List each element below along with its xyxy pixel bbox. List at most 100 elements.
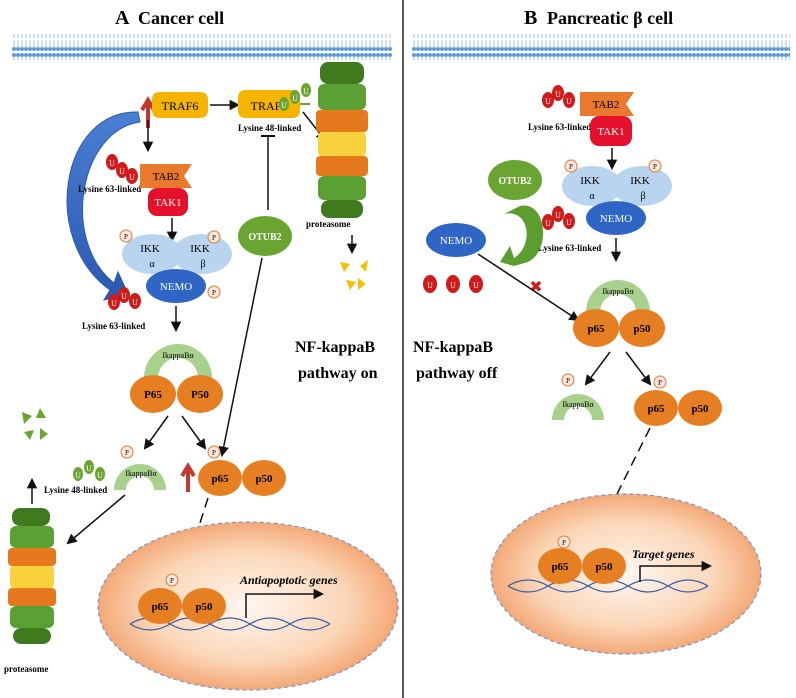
cell-membrane-a [12, 34, 392, 60]
lys48-label-ikb-a: Lysine 48-linked [44, 485, 107, 495]
p50-node-a [177, 375, 223, 413]
lys63-label-tab2: Lysine 63-linked [78, 184, 141, 194]
phospho-p65-a-label: P [212, 449, 216, 457]
svg-text:P: P [569, 163, 573, 171]
svg-text:U: U [473, 281, 479, 290]
svg-text:U: U [545, 97, 551, 106]
p50-free-a [242, 460, 286, 496]
ikba-free-arc-a [114, 464, 166, 490]
arrow-to-free-ikb-a [143, 415, 169, 450]
phospho-p65-a [207, 445, 221, 459]
k63-ub-chain-nemo-a: U U U [108, 287, 141, 310]
free-ub-b: U U U [423, 275, 483, 293]
ikk-alpha-a [122, 234, 182, 274]
k63-ub-chain-nemo-b: U U U [542, 206, 575, 230]
k48-ub-chain-ikba-a: U U U [73, 460, 105, 481]
traf6-feedback-arrow [66, 111, 141, 301]
tak1-label-a: TAK1 [154, 197, 181, 209]
svg-text:U: U [566, 97, 572, 106]
phospho-p65-nuc-b [557, 535, 571, 549]
svg-text:U: U [119, 167, 125, 176]
ikba-free-label-b: IkappaBα [562, 400, 594, 409]
p50-nuc-label-b: p50 [595, 561, 613, 573]
nucleus-b [490, 493, 762, 655]
panel-b-letter: B [524, 7, 537, 29]
pathway-on-line1: NF-kappaB [295, 339, 375, 356]
p65-nuc-label-b: p65 [551, 561, 569, 573]
p65-node-a [130, 375, 176, 413]
tak1-node-b [590, 116, 632, 146]
panel-b-title: Pancreatic β cell [547, 8, 673, 28]
tak1-label-b: TAK1 [597, 126, 624, 138]
svg-text:P: P [212, 289, 216, 297]
svg-text:U: U [545, 219, 551, 228]
ikba-free-arc-b [552, 394, 604, 420]
svg-text:U: U [129, 173, 135, 182]
phospho-ikk-b: P P [564, 159, 662, 173]
traf6-node [152, 92, 208, 118]
svg-text:U: U [555, 90, 561, 99]
arrow-nemo-free-to-ikb-b [477, 253, 580, 322]
pathway-on-line2: pathway on [298, 365, 378, 382]
pathway-off-line1: NF-kappaB [413, 339, 493, 356]
tab2-node-a [140, 164, 192, 188]
ikk-beta-b [612, 166, 672, 206]
p65-label-a: P65 [144, 389, 162, 401]
traf6-label: TRAF6 [162, 99, 199, 113]
k63-ub-chain-top-b: U U U [542, 85, 575, 108]
nemo-free-label-b: NEMO [440, 235, 472, 247]
otub2-deubiquitinate-arrow [500, 205, 544, 266]
svg-text:U: U [75, 471, 81, 480]
phospho-ikk-a: P P P [119, 229, 221, 299]
p65-nuc-b [538, 548, 582, 584]
nemo-node-a [146, 269, 206, 303]
traf6-ub-label: TRAF6 [251, 99, 288, 113]
phospho-ikba-a-label: P [125, 449, 129, 457]
ikk-alpha-label-b: IKK [580, 175, 600, 187]
arrow-otub2-to-p65 [218, 257, 263, 458]
otub2-node-a [238, 216, 292, 256]
lys63-label-top-b: Lysine 63-linked [528, 122, 591, 132]
p65-nuc-a [138, 588, 182, 624]
ikk-beta-label-b: IKK [630, 175, 650, 187]
svg-text:U: U [111, 299, 117, 308]
svg-text:U: U [97, 471, 103, 480]
p50-free-b [678, 390, 722, 426]
traf6-ub-node [238, 90, 300, 118]
ikk-alpha-sym-a: α [149, 259, 155, 270]
p50-nuc-a [182, 588, 226, 624]
cell-membrane-b [412, 34, 790, 60]
phospho-ikba-b-label: P [566, 377, 570, 385]
p65-label-b: p65 [587, 323, 605, 335]
p65-free-b [634, 390, 678, 426]
genes-label-a: Antiapoptotic genes [239, 573, 338, 587]
otub2-node-b [488, 160, 542, 200]
phospho-p65-b [653, 375, 667, 389]
lys63-label-nemo-a: Lysine 63-linked [82, 321, 145, 331]
arrow-to-free-p65-a [181, 415, 207, 450]
genes-label-b: Target genes [632, 547, 695, 561]
ikba-label-b: IkappaBα [602, 287, 634, 296]
p65-free-label-b: p65 [647, 403, 665, 415]
ikk-alpha-b [562, 166, 622, 206]
ikba-label-a: IkappaBα [162, 351, 194, 360]
p50-free-label-b: p50 [691, 403, 709, 415]
p65-free-label-a: p65 [211, 473, 229, 485]
proteasome-bottom [8, 508, 56, 644]
svg-text:U: U [109, 159, 115, 168]
degraded-fragments-bottom [22, 408, 48, 440]
svg-text:U: U [566, 218, 572, 227]
phospho-p65-nuc-b-label: P [562, 539, 566, 547]
p50-node-b [619, 309, 665, 347]
svg-text:U: U [132, 298, 138, 307]
phospho-ikba-a [120, 445, 134, 459]
p50-free-label-a: p50 [255, 473, 273, 485]
tab2-label-b: TAB2 [593, 99, 620, 111]
svg-text:P: P [653, 163, 657, 171]
ikk-beta-label-a: IKK [190, 243, 210, 255]
lys63-label-nemo-b: Lysine 63-linked [538, 243, 601, 253]
arrow-to-free-p65-b [625, 351, 652, 386]
svg-text:P: P [212, 234, 216, 242]
ikk-beta-sym-b: β [640, 191, 645, 202]
p50-nuc-label-a: p50 [195, 601, 213, 613]
